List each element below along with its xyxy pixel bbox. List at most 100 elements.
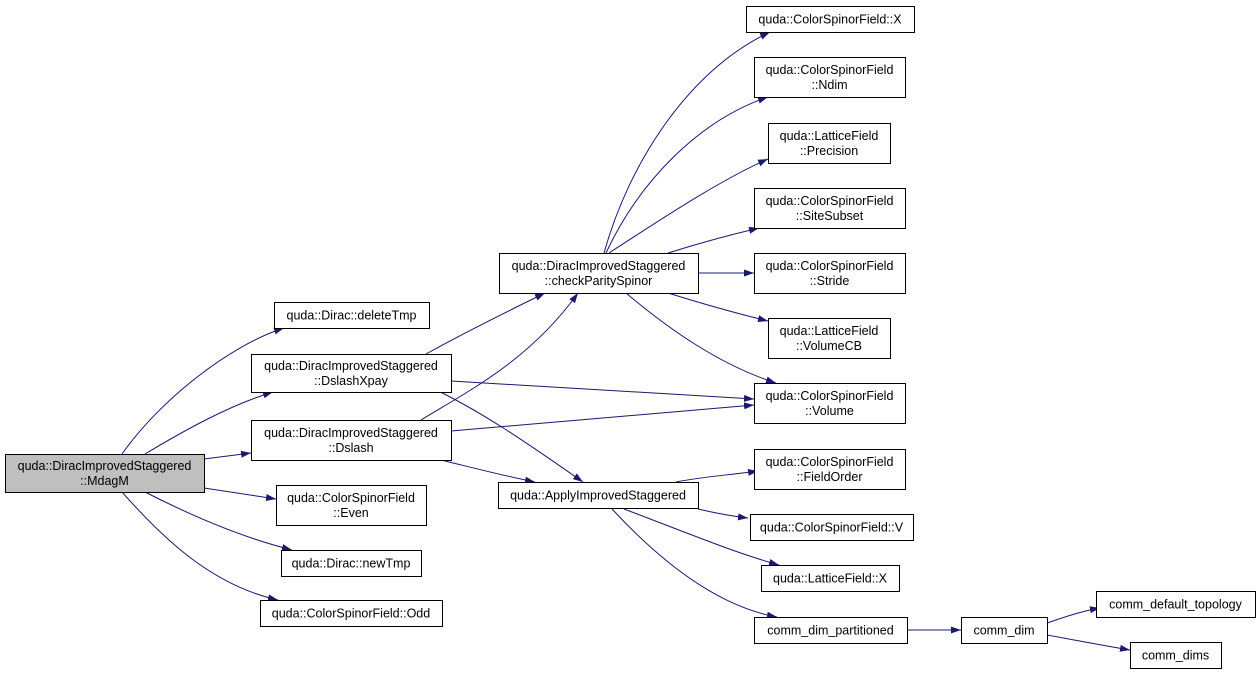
- edge-line: [203, 487, 277, 501]
- edge-applyImproved-to-csfV: [697, 508, 749, 521]
- node-stride[interactable]: quda::ColorSpinorField::Stride: [754, 253, 906, 294]
- node-box: [768, 318, 891, 359]
- edge-mdagm-to-newTmp: [144, 491, 293, 551]
- edge-line: [1046, 634, 1131, 652]
- edge-line: [675, 468, 759, 483]
- edge-line: [611, 508, 778, 619]
- node-checkParity[interactable]: quda::DiracImprovedStaggered::checkParit…: [499, 253, 699, 294]
- edge-mdagm-to-odd: [121, 491, 279, 602]
- edge-commDim-to-commDims: [1046, 634, 1131, 652]
- edge-mdagm-to-dslash: [203, 450, 252, 460]
- node-label: quda::ColorSpinorField::X: [758, 13, 902, 27]
- node-label: quda::ColorSpinorField: [766, 389, 894, 403]
- node-label: comm_dims: [1142, 649, 1209, 663]
- node-label: ::Precision: [800, 144, 858, 158]
- node-box: [260, 600, 443, 627]
- node-label: quda::ColorSpinorField: [766, 63, 894, 77]
- edge-line: [440, 459, 536, 484]
- edge-applyImproved-to-lfX: [623, 508, 780, 566]
- node-box: [1130, 642, 1222, 669]
- node-box: [750, 514, 914, 541]
- node-label: quda::Dirac::deleteTmp: [287, 309, 417, 323]
- node-odd[interactable]: quda::ColorSpinorField::Odd: [260, 600, 443, 627]
- node-commDefTopo[interactable]: comm_default_topology: [1096, 591, 1256, 618]
- node-label: ::MdagM: [80, 474, 129, 488]
- edge-line: [425, 292, 546, 355]
- node-label: ::Even: [333, 506, 368, 520]
- node-precision[interactable]: quda::LatticeField::Precision: [768, 123, 891, 164]
- node-layer: quda::DiracImprovedStaggered::MdagMquda:…: [5, 6, 1256, 669]
- edge-line: [425, 384, 584, 483]
- edge-line: [1046, 606, 1101, 624]
- node-volumeCB[interactable]: quda::LatticeField::VolumeCB: [768, 318, 891, 359]
- node-box: [1096, 591, 1256, 618]
- edge-line: [608, 158, 769, 254]
- node-dslashXpay[interactable]: quda::DiracImprovedStaggered::DslashXpay: [251, 354, 452, 393]
- edge-dslash-to-checkParity: [420, 292, 579, 421]
- node-label: quda::DiracImprovedStaggered: [264, 359, 438, 373]
- node-label: ::checkParitySpinor: [545, 274, 653, 288]
- edge-applyImproved-to-fieldOrder: [675, 468, 759, 483]
- node-box: [754, 617, 908, 644]
- edge-dslashXpay-to-applyImproved: [425, 384, 584, 483]
- edge-layer: [121, 31, 1131, 652]
- node-newTmp[interactable]: quda::Dirac::newTmp: [281, 550, 422, 577]
- edge-checkParity-to-csfX: [603, 31, 771, 254]
- node-label: quda::ColorSpinorField::Odd: [272, 607, 430, 621]
- edge-line: [420, 292, 579, 421]
- node-label: quda::DiracImprovedStaggered: [264, 426, 438, 440]
- node-box: [961, 617, 1048, 644]
- node-label: ::VolumeCB: [796, 339, 862, 353]
- edge-dslash-to-applyImproved: [440, 459, 536, 484]
- edge-line: [667, 226, 760, 254]
- node-label: quda::DiracImprovedStaggered: [512, 259, 686, 273]
- node-box: [761, 565, 900, 592]
- edge-line: [603, 31, 771, 254]
- node-ndim[interactable]: quda::ColorSpinorField::Ndim: [754, 57, 906, 98]
- node-volume[interactable]: quda::ColorSpinorField::Volume: [754, 383, 906, 424]
- node-csfX[interactable]: quda::ColorSpinorField::X: [746, 6, 915, 33]
- edge-checkParity-to-volumeCB: [667, 292, 769, 323]
- node-box: [274, 302, 430, 329]
- node-even[interactable]: quda::ColorSpinorField::Even: [276, 485, 427, 526]
- node-mdagm[interactable]: quda::DiracImprovedStaggered::MdagM: [5, 454, 205, 493]
- node-label: ::DslashXpay: [314, 374, 388, 388]
- edge-line: [121, 491, 279, 602]
- node-label: ::Volume: [805, 404, 854, 418]
- edge-checkParity-to-volume: [625, 292, 777, 384]
- node-box: [746, 6, 915, 33]
- node-applyImproved[interactable]: quda::ApplyImprovedStaggered: [498, 482, 699, 509]
- node-label: comm_dim_partitioned: [767, 624, 893, 638]
- node-deleteTmp[interactable]: quda::Dirac::deleteTmp: [274, 302, 430, 329]
- node-commDim[interactable]: comm_dim: [961, 617, 1048, 644]
- node-label: ::Stride: [810, 274, 850, 288]
- node-dslash[interactable]: quda::DiracImprovedStaggered::Dslash: [251, 420, 452, 461]
- node-lfX[interactable]: quda::LatticeField::X: [761, 565, 900, 592]
- node-box: [754, 383, 906, 424]
- edge-line: [667, 292, 769, 323]
- node-box: [251, 354, 452, 393]
- edge-mdagm-to-deleteTmp: [121, 327, 285, 455]
- edge-checkParity-to-precision: [608, 158, 769, 254]
- edge-mdagm-to-even: [203, 487, 277, 501]
- node-label: ::Ndim: [811, 78, 847, 92]
- node-label: quda::LatticeField::X: [773, 572, 888, 586]
- node-box: [5, 454, 205, 493]
- node-box: [754, 57, 906, 98]
- edge-dslashXpay-to-checkParity: [425, 292, 546, 355]
- edge-line: [121, 327, 285, 455]
- node-box: [768, 123, 891, 164]
- node-commDimPart[interactable]: comm_dim_partitioned: [754, 617, 908, 644]
- edge-checkParity-to-ndim: [605, 96, 769, 254]
- edge-line: [623, 508, 780, 566]
- node-box: [754, 253, 906, 294]
- edge-line: [697, 508, 749, 521]
- node-label: quda::Dirac::newTmp: [292, 557, 411, 571]
- edge-mdagm-to-dslashXpay: [144, 391, 274, 455]
- node-fieldOrder[interactable]: quda::ColorSpinorField::FieldOrder: [754, 449, 906, 490]
- edge-line: [144, 491, 293, 551]
- node-csfV[interactable]: quda::ColorSpinorField::V: [750, 514, 914, 541]
- node-siteSubset[interactable]: quda::ColorSpinorField::SiteSubset: [754, 188, 906, 229]
- node-commDims[interactable]: comm_dims: [1130, 642, 1222, 669]
